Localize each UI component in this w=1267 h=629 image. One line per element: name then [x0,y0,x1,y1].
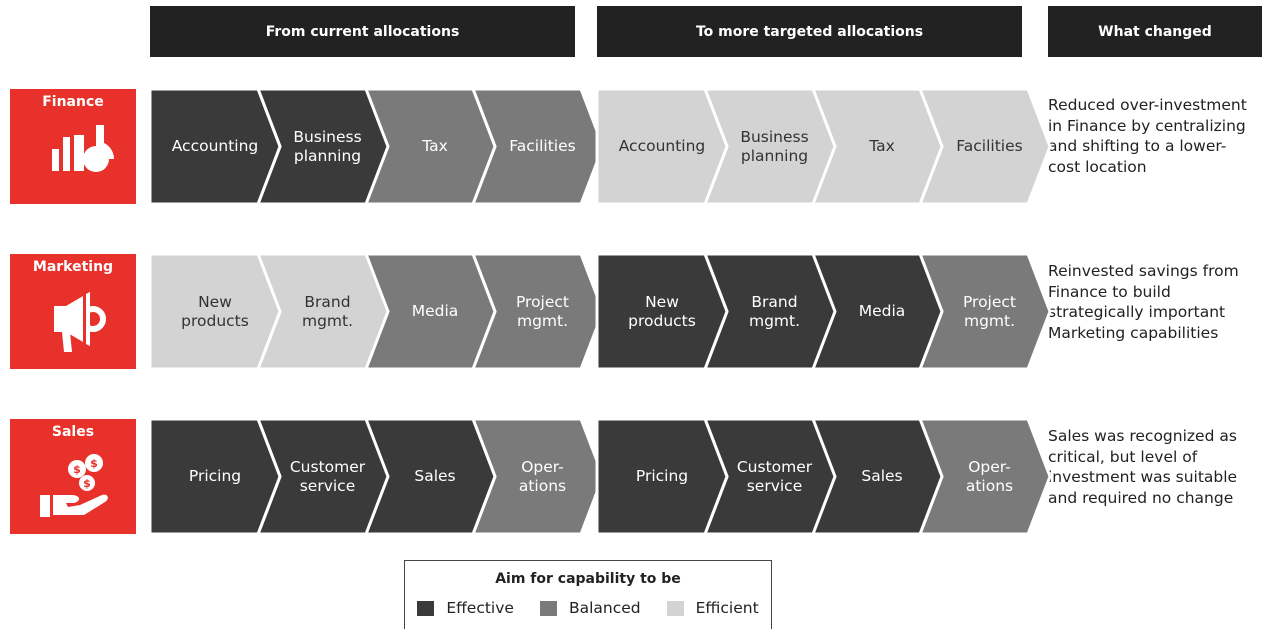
legend-title: Aim for capability to be [495,571,681,587]
capability-chevron: Oper- ations [470,417,605,536]
capability-chevron: Pricing [595,417,729,536]
what-changed-text: Reinvested savings from Finance to build… [1048,262,1239,342]
capability-chevron: Accounting [148,87,282,206]
function-tile-finance: Finance [10,89,136,204]
legend-swatch-balanced [539,600,557,616]
svg-text:$: $ [90,457,98,470]
legend-label-efficient: Efficient [695,599,759,617]
legend-item-balanced: Balanced [539,599,641,617]
capability-label: Customer service [289,457,366,495]
capability-label: New products [628,292,696,330]
function-tile-sales: $$$Sales [10,419,136,534]
legend-item-effective: Effective [417,599,514,617]
header-from: From current allocations [150,6,575,57]
capability-label: Sales [414,467,456,486]
svg-text:$: $ [73,463,81,476]
capability-chevron: Project mgmt. [917,252,1052,371]
capability-chevron: Brand mgmt. [702,252,837,371]
capability-label: Sales [861,467,903,486]
capability-label: Media [858,302,906,321]
capability-label: Media [411,302,459,321]
capability-chevron: Brand mgmt. [255,252,390,371]
capability-label: Project mgmt. [962,292,1017,330]
capability-label: Facilities [956,137,1023,156]
capability-chevron: Media [362,252,497,371]
capability-chevron: Pricing [148,417,282,536]
header-to: To more targeted allocations [597,6,1022,57]
capability-chevron: Accounting [595,87,729,206]
capability-chevron: Business planning [702,87,837,206]
function-label: Marketing [32,259,114,275]
capability-chevron: Facilities [470,87,605,206]
capability-label: Facilities [509,137,576,156]
capability-label: Project mgmt. [515,292,570,330]
svg-text:$: $ [83,477,91,490]
capability-label: Accounting [171,137,259,156]
capability-label: Tax [422,137,448,156]
capability-label: Oper- ations [965,457,1014,495]
what-changed-text: Reduced over-investment in Finance by ce… [1048,96,1247,176]
legend-swatch-effective [417,600,435,616]
capability-label: Business planning [740,127,809,165]
header-what-changed: What changed [1048,6,1262,57]
capability-label: Tax [869,137,895,156]
legend-items: Effective Balanced Efficient [405,599,771,617]
function-tile-marketing: Marketing [10,254,136,369]
legend-label-effective: Effective [446,599,514,617]
legend-swatch-efficient [666,600,684,616]
capability-chevron: Business planning [255,87,390,206]
capability-chevron: Customer service [255,417,390,536]
function-label: Sales [51,424,95,440]
legend-label-balanced: Balanced [568,599,641,617]
capability-chevron: Sales [809,417,944,536]
function-label: Finance [42,94,104,110]
capability-label: Pricing [188,467,242,486]
capability-label: Pricing [635,467,689,486]
capability-label: Brand mgmt. [748,292,801,330]
what-changed-text: Sales was recognized as critical, but le… [1048,427,1238,507]
legend: Aim for capability to be Effective Balan… [404,560,772,629]
capability-label: Customer service [736,457,813,495]
capability-label: New products [181,292,249,330]
capability-chevron: New products [595,252,729,371]
capability-chevron: New products [148,252,282,371]
capability-label: Accounting [618,137,706,156]
legend-item-efficient: Efficient [666,599,759,617]
capability-label: Brand mgmt. [301,292,354,330]
capability-label: Business planning [293,127,362,165]
capability-label: Oper- ations [518,457,567,495]
